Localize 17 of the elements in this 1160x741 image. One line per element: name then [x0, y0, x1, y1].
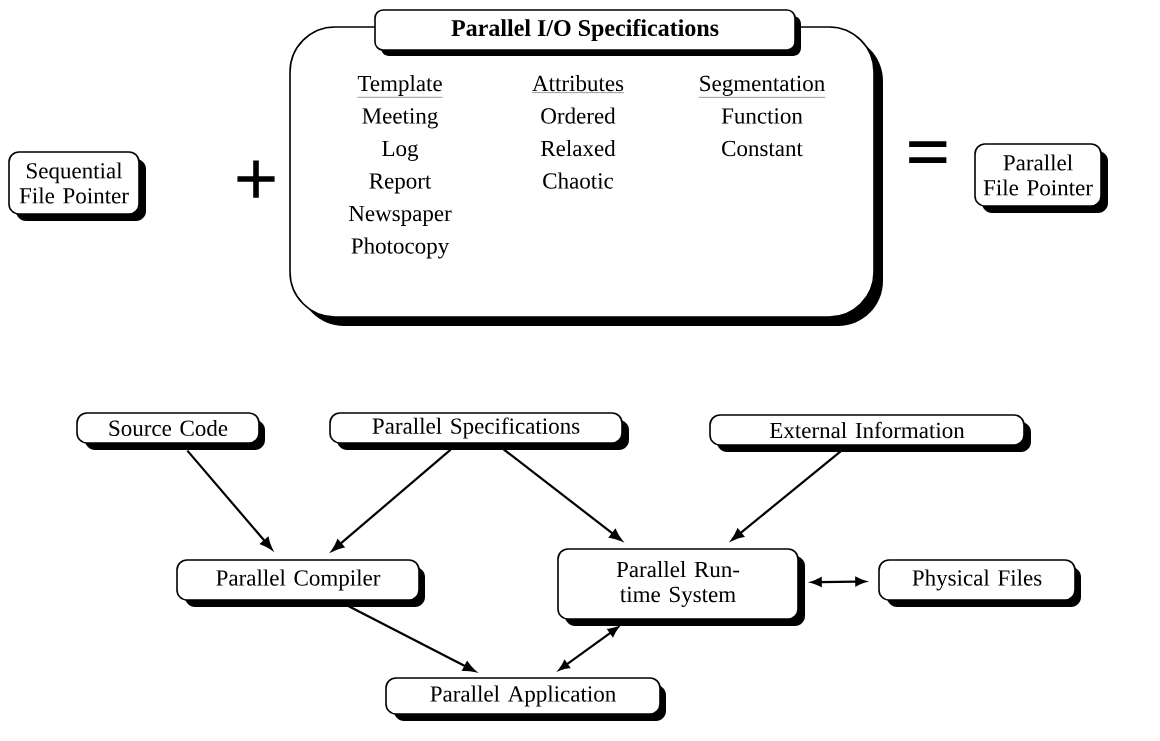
rounded-box: Physical Files — [878, 559, 1081, 607]
rounded-box: Parallel File Pointer — [974, 143, 1108, 213]
rounded-box: Parallel Compiler — [176, 559, 425, 607]
rounded-box: External Information — [709, 414, 1031, 452]
arrow — [731, 450, 842, 541]
arrow — [558, 626, 619, 671]
rounded-box: Parallel Specifications — [329, 412, 629, 450]
operator-symbol: + — [237, 160, 275, 198]
specification-panel: Parallel I/O Specifications Template Meeting Log Report Newspaper Photocopy Attributes Ordered Relaxed Chaotic Segmentation Function Constant — [289, 9, 883, 326]
rounded-box: Sequential File Pointer — [8, 151, 146, 221]
arrow — [186, 449, 273, 550]
operator-symbol: = — [909, 141, 947, 163]
arrow — [502, 448, 623, 541]
rounded-box: Parallel Run-time System — [557, 548, 805, 626]
arrow — [331, 448, 452, 552]
rounded-box: Parallel Application — [385, 677, 666, 721]
rounded-box: Source Code — [76, 412, 265, 450]
